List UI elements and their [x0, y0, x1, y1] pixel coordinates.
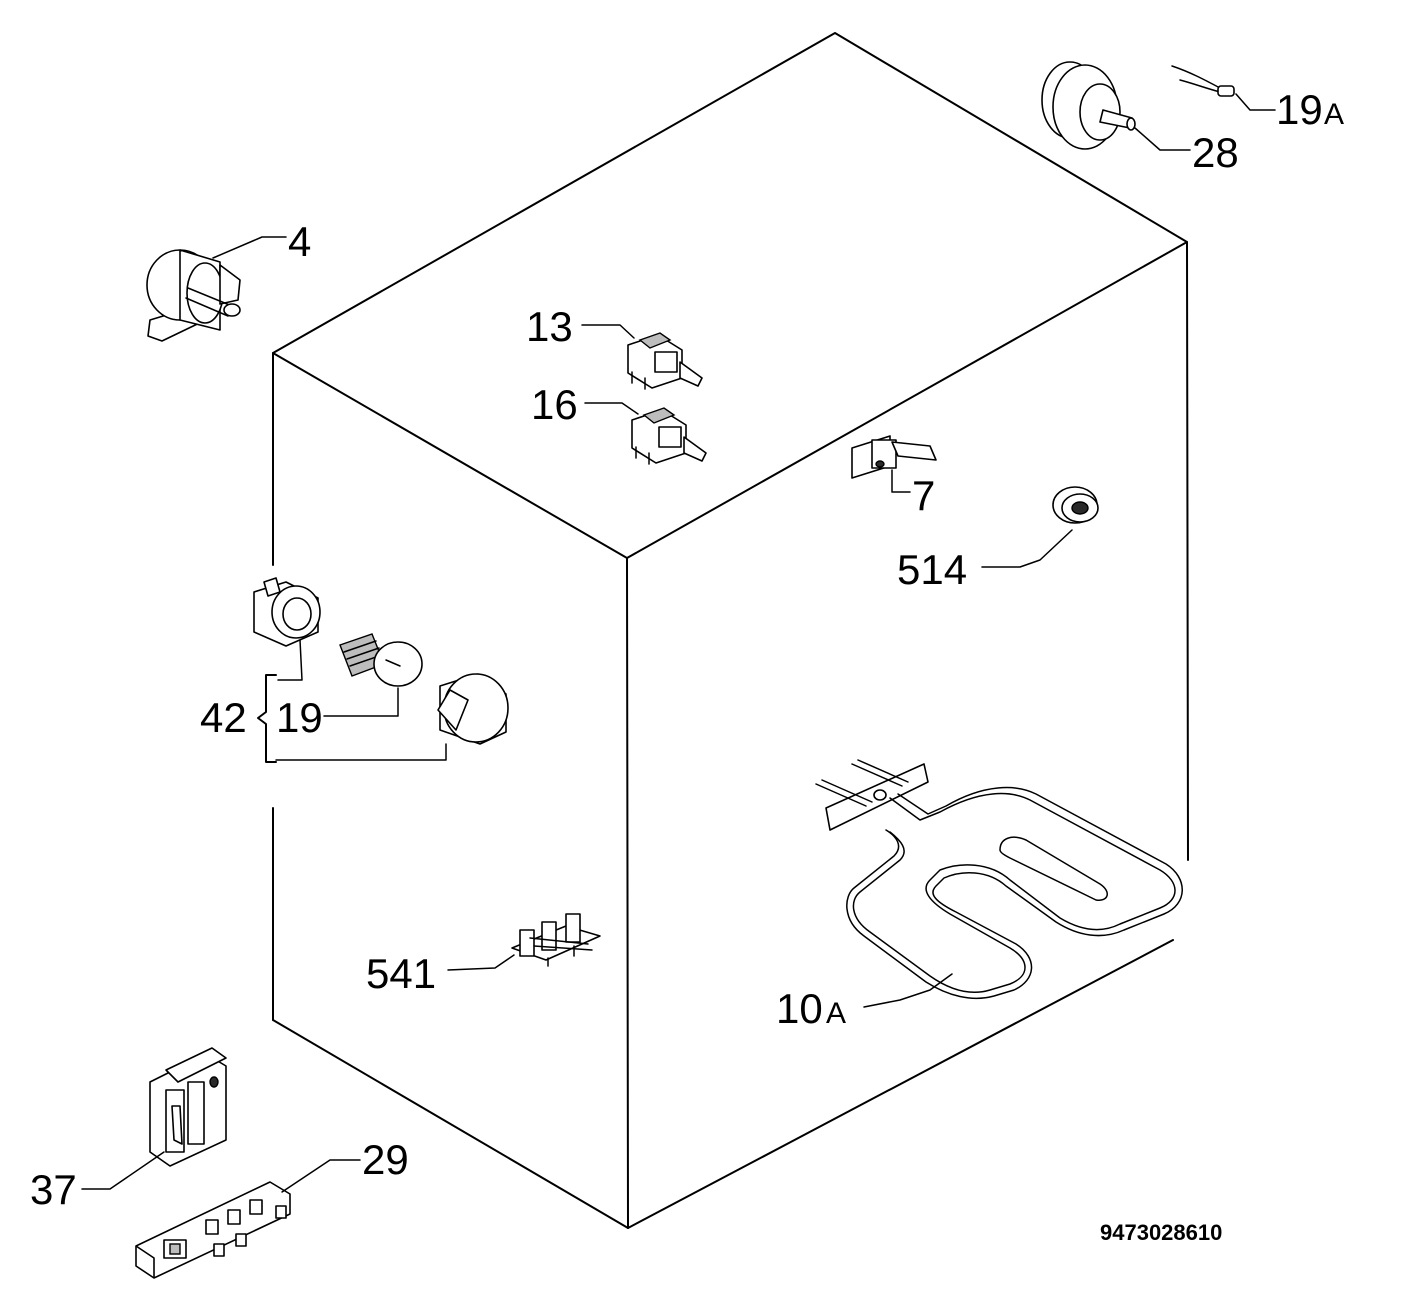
part-4-thermostat [146, 249, 241, 342]
oven-cabinet [272, 32, 1189, 1229]
bracket-42 [257, 674, 277, 763]
leader-7 [891, 469, 911, 493]
callout-13: 13 [526, 303, 573, 350]
leader-lamp-cover [275, 743, 447, 761]
part-16-push-switch [631, 407, 707, 465]
leader-13 [581, 324, 635, 339]
callout-541: 541 [366, 950, 436, 997]
callout-37: 37 [30, 1166, 77, 1213]
part-10a-grill-element [815, 759, 1183, 1000]
leader-19a [1235, 93, 1276, 111]
part-7-microswitch [851, 435, 937, 479]
leader-10a [863, 973, 953, 1008]
callout-28: 28 [1192, 129, 1239, 176]
leader-37 [81, 1151, 165, 1190]
leader-16 [584, 402, 639, 415]
leader-541 [447, 954, 515, 971]
leader-4 [212, 236, 287, 259]
leader-lamp-holder [277, 639, 303, 681]
callout-19a-suffix: A [1324, 98, 1344, 131]
leader-29 [281, 1159, 361, 1193]
part-28-selector-switch [1041, 61, 1136, 150]
part-13-push-switch [627, 332, 703, 390]
part-29-spark-generator [135, 1181, 291, 1279]
part-514-grommet [1052, 486, 1099, 524]
leader-28 [1134, 127, 1191, 151]
part-42-lamp-holder [253, 577, 321, 647]
part-42-lamp-cover [437, 673, 509, 745]
part-19-bulb [339, 633, 423, 687]
callout-29: 29 [362, 1136, 409, 1183]
callout-16: 16 [531, 381, 578, 428]
callout-10a-suffix: A [826, 997, 846, 1030]
callout-10a-number: 10 [776, 985, 823, 1032]
part-37-spark-switch [149, 1047, 227, 1167]
leader-19 [323, 687, 399, 717]
part-19a-lamp-lead [1171, 65, 1235, 97]
leader-514 [981, 529, 1073, 568]
callout-7: 7 [912, 472, 935, 519]
diagram-code: 9473028610 [1100, 1220, 1222, 1245]
callout-42: 42 [200, 694, 247, 741]
callout-4: 4 [288, 218, 311, 265]
part-541-connector [511, 913, 601, 967]
callout-514: 514 [897, 546, 967, 593]
callout-19a-number: 19 [1276, 86, 1323, 133]
callout-19: 19 [276, 694, 323, 741]
